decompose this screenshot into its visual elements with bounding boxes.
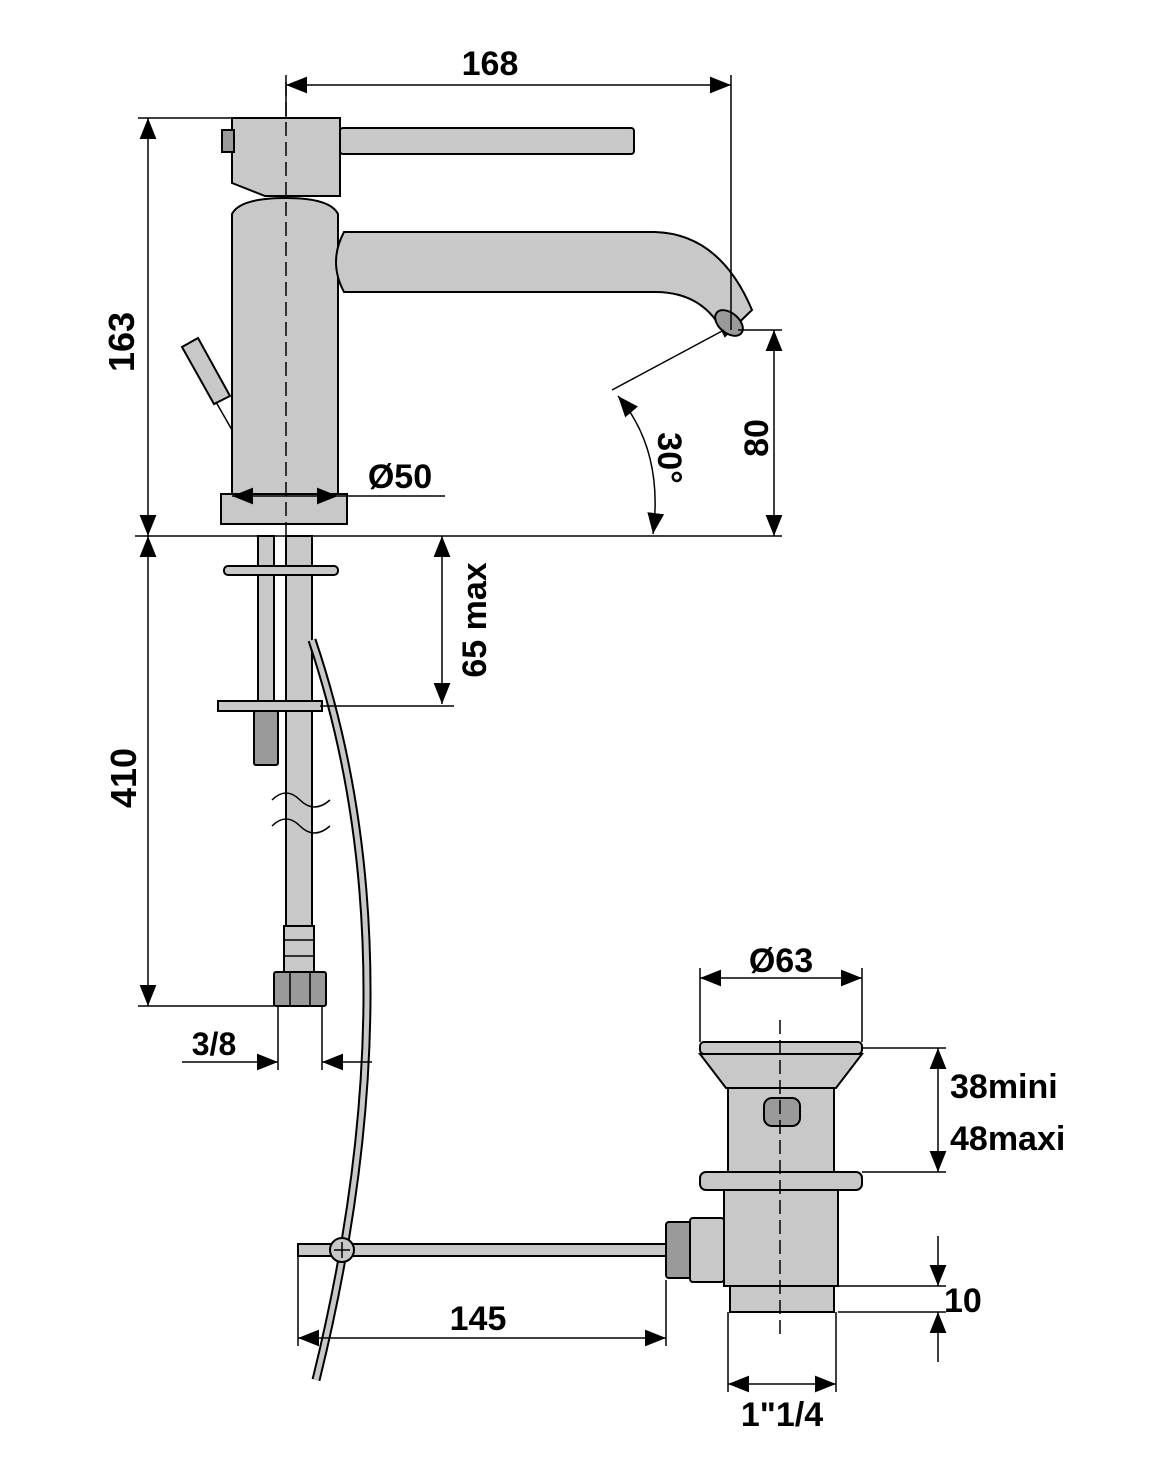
washer-top bbox=[223, 565, 339, 576]
faucet-head bbox=[231, 117, 341, 197]
dim-waste-diameter: Ø63 bbox=[749, 942, 813, 980]
faucet-base bbox=[220, 493, 348, 525]
dim-spout-angle: 30° bbox=[650, 432, 688, 483]
supply-hose bbox=[285, 535, 313, 927]
faucet bbox=[180, 82, 754, 540]
waste-plug bbox=[699, 1041, 863, 1055]
waste-thread bbox=[729, 1285, 835, 1313]
dim-hose-connection: 3/8 bbox=[192, 1026, 236, 1062]
dim-hose-length: 410 bbox=[103, 748, 144, 808]
dim-overall-length: 168 bbox=[462, 45, 519, 83]
waste-nut bbox=[699, 1171, 863, 1191]
spout bbox=[335, 231, 754, 338]
popup-knob bbox=[180, 336, 232, 406]
head-screw bbox=[221, 129, 235, 153]
washer-bottom bbox=[217, 700, 323, 712]
faucet-body bbox=[231, 196, 339, 495]
dim-waste-min: 38mini bbox=[950, 1068, 1058, 1106]
mounting-hardware bbox=[217, 535, 339, 1007]
hose-crimp bbox=[283, 925, 315, 973]
dimension-lines bbox=[138, 75, 947, 1393]
pivot-rod bbox=[297, 1243, 667, 1257]
break-mark-top bbox=[271, 792, 331, 808]
dim-waste-thread-height: 10 bbox=[944, 1282, 982, 1320]
overflow-slot bbox=[763, 1097, 801, 1127]
hose-nut bbox=[273, 971, 327, 1007]
dim-body-diameter: Ø50 bbox=[368, 458, 432, 496]
dim-max-deck-thickness: 65 max bbox=[456, 562, 494, 677]
waste-valve bbox=[665, 1020, 865, 1338]
lever-handle bbox=[339, 127, 635, 155]
dim-waste-thread: 1"1/4 bbox=[741, 1396, 823, 1434]
dim-waste-rod-length: 145 bbox=[450, 1300, 507, 1338]
waste-body-lower bbox=[723, 1189, 839, 1287]
mounting-nut bbox=[253, 710, 279, 766]
dim-outlet-height: 80 bbox=[738, 419, 776, 457]
popup-rod bbox=[215, 401, 233, 431]
dim-waste-max: 48maxi bbox=[950, 1120, 1065, 1158]
rod-nut bbox=[689, 1217, 725, 1283]
break-mark-bottom bbox=[271, 818, 331, 834]
dim-overall-height: 163 bbox=[101, 312, 142, 372]
waste-flange bbox=[697, 1053, 865, 1089]
